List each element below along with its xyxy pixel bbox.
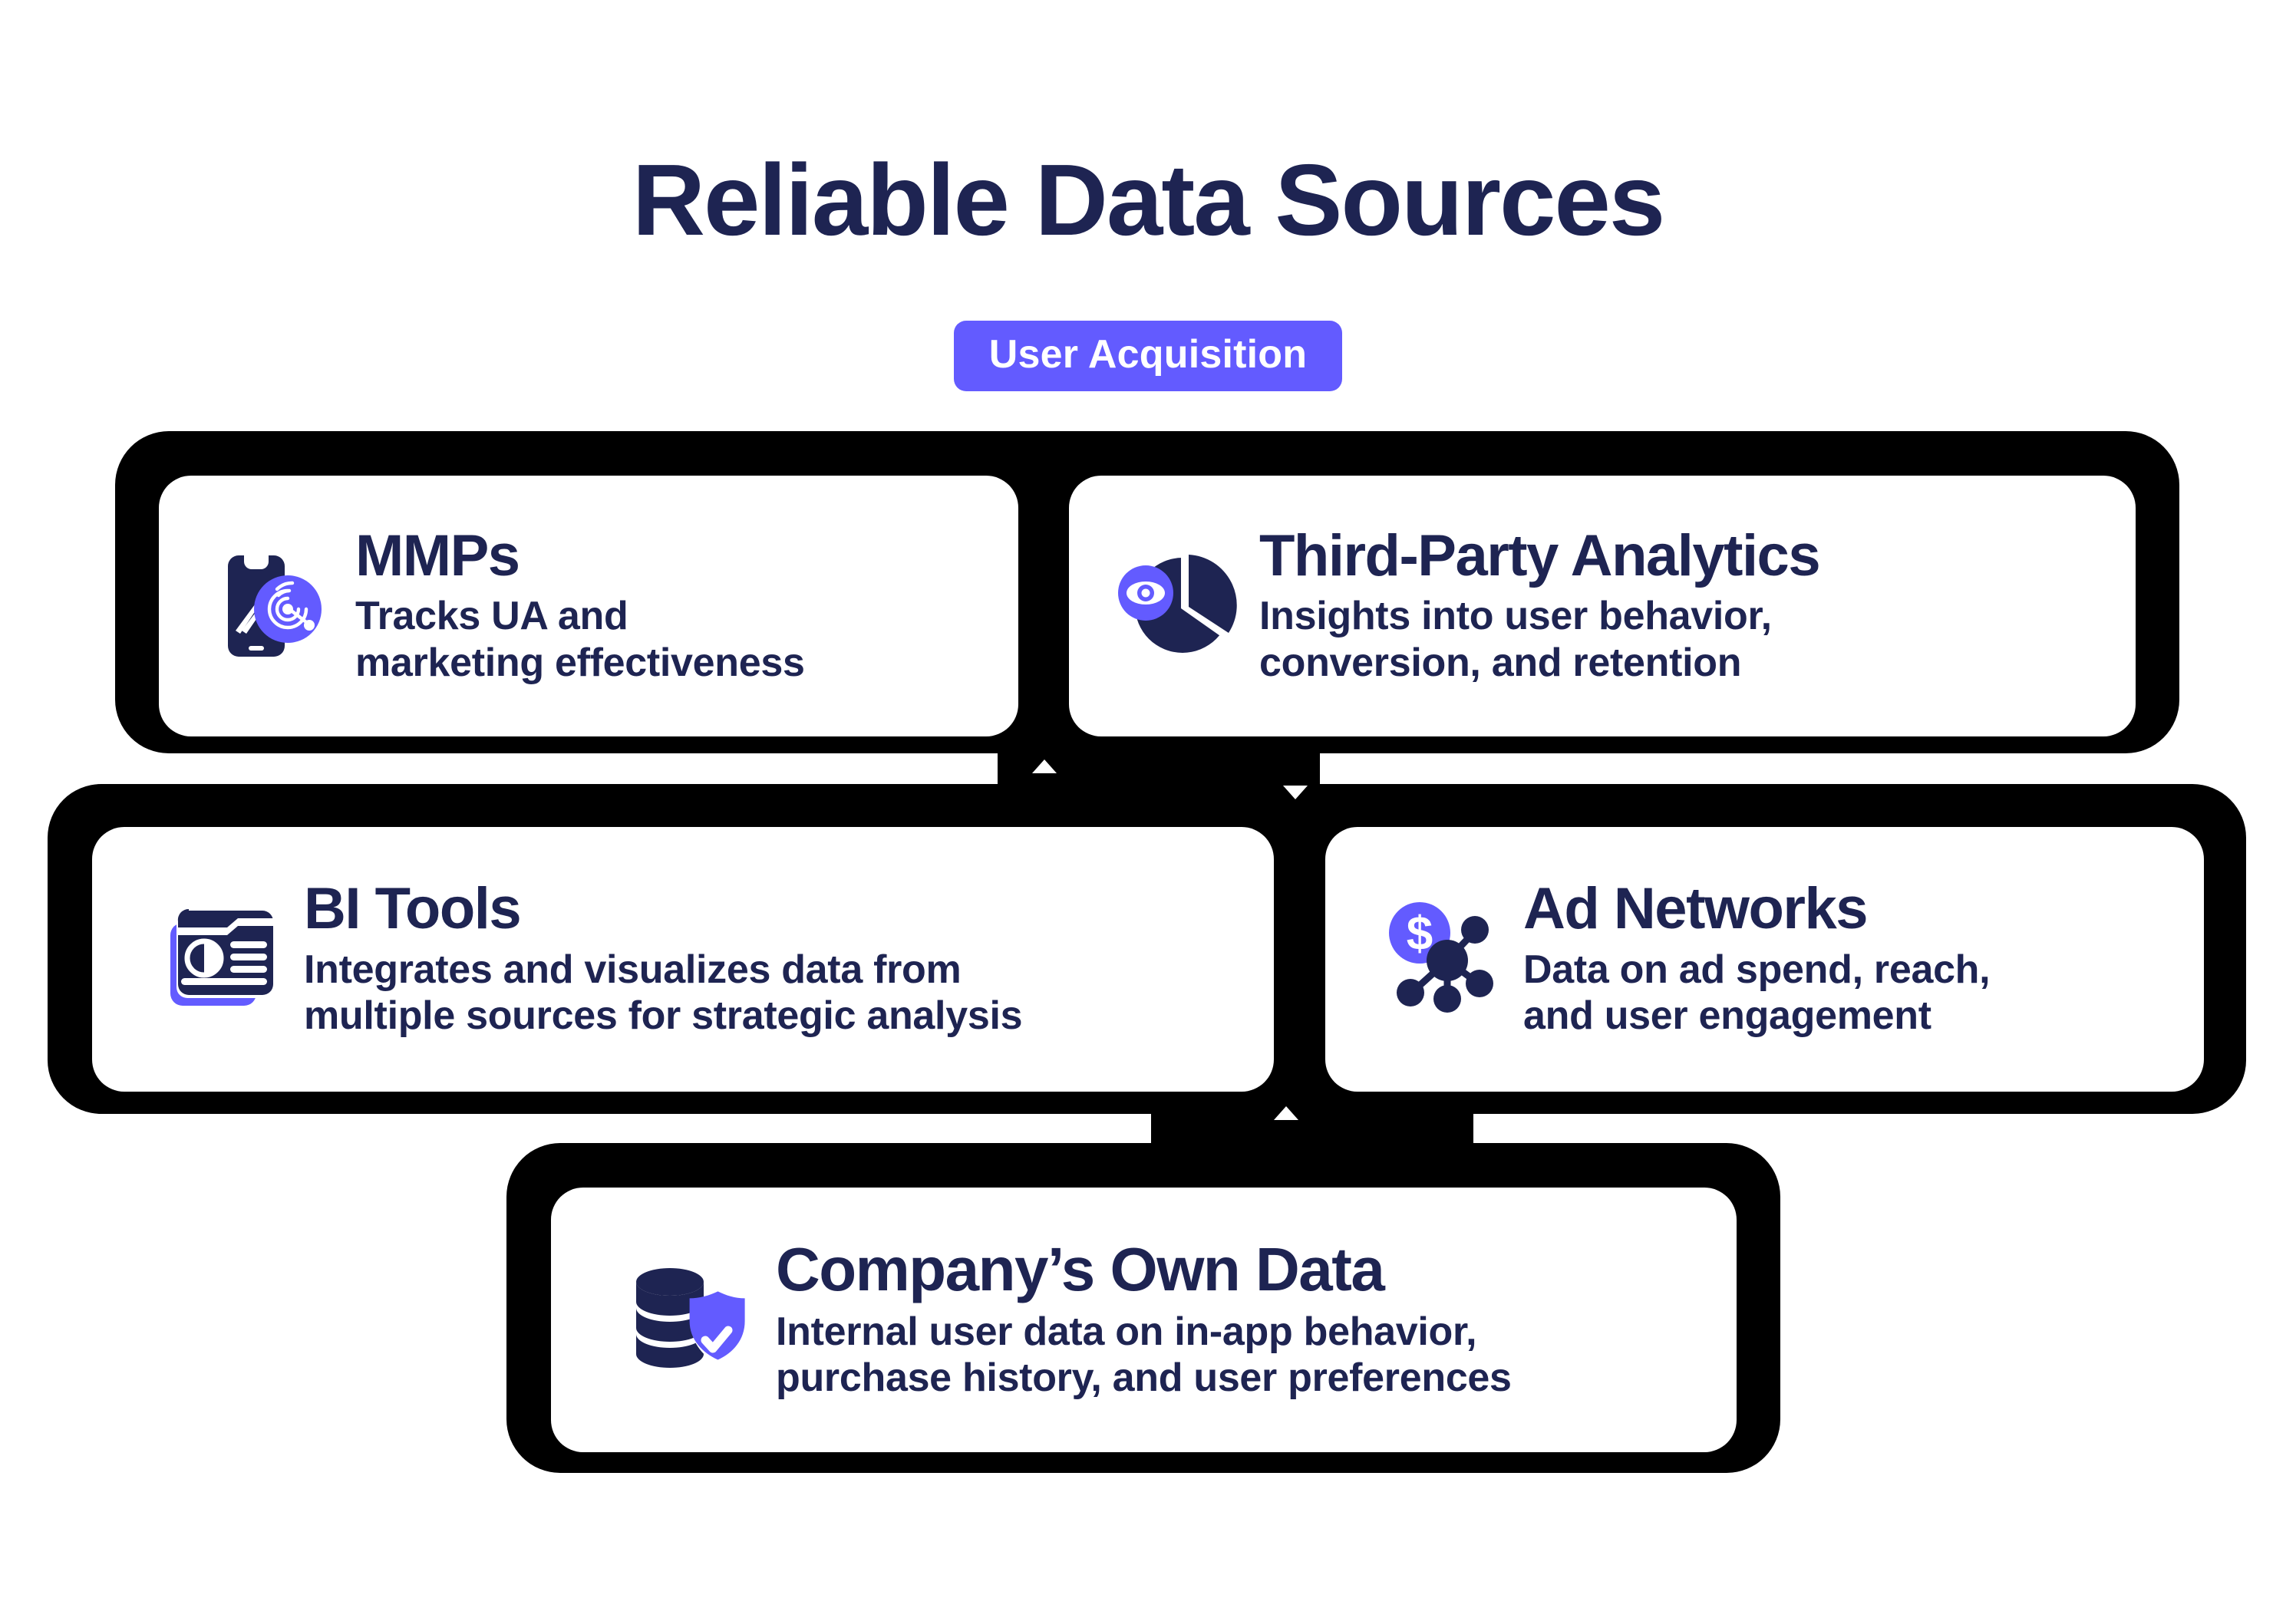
card-bi-tools[interactable]: BI Tools Integrates and visualizes data …	[92, 827, 1274, 1092]
card-title: MMPs	[355, 522, 520, 588]
card-text-block: MMPs Tracks UA and marketing effectivene…	[355, 526, 988, 686]
smartphone-radar-tracking-icon	[228, 555, 322, 657]
card-mmps[interactable]: MMPs Tracks UA and marketing effectivene…	[159, 476, 1018, 736]
svg-text:$: $	[1407, 908, 1433, 960]
database-shield-check-icon	[636, 1267, 750, 1368]
card-description: Internal user data on in-app behavior, p…	[776, 1309, 1512, 1401]
card-title: Company’s Own Data	[776, 1235, 1385, 1304]
card-text-block: Third-Party Analytics Insights into user…	[1259, 526, 2105, 686]
card-text-block: Ad Networks Data on ad spend, reach, and…	[1523, 879, 2173, 1039]
badge-container: User Acquisition	[0, 321, 2296, 391]
report-document-pie-chart-icon	[170, 908, 284, 1006]
card-description: Data on ad spend, reach, and user engage…	[1523, 947, 1991, 1039]
card-ad-networks[interactable]: $ Ad Networks Data on ad spend, reach, a…	[1325, 827, 2204, 1092]
card-title: BI Tools	[304, 876, 522, 942]
card-companys-own-data[interactable]: Company’s Own Data Internal user data on…	[551, 1188, 1737, 1452]
card-text-block: BI Tools Integrates and visualizes data …	[304, 879, 1243, 1039]
page-title: Reliable Data Sources	[632, 143, 1666, 256]
card-description: Tracks UA and marketing effectiveness	[355, 594, 805, 685]
dollar-network-nodes-icon: $	[1389, 902, 1493, 1013]
card-description: Integrates and visualizes data from mult…	[304, 947, 1023, 1039]
card-title: Ad Networks	[1523, 876, 1869, 942]
status-badge-user-acquisition: User Acquisition	[953, 321, 1343, 391]
card-third-party-analytics[interactable]: Third-Party Analytics Insights into user…	[1069, 476, 2136, 736]
connector-notch-down-icon	[1283, 786, 1308, 799]
connector-notch-up-icon	[1032, 759, 1057, 773]
card-description: Insights into user behavior, conversion,…	[1259, 594, 1772, 685]
pie-chart-eye-icon	[1118, 555, 1237, 653]
card-text-block: Company’s Own Data Internal user data on…	[776, 1238, 1706, 1401]
connector-notch-up-icon	[1274, 1106, 1298, 1120]
card-title: Third-Party Analytics	[1259, 522, 1821, 588]
frame-bridge-middle-bottom	[1151, 1082, 1473, 1174]
